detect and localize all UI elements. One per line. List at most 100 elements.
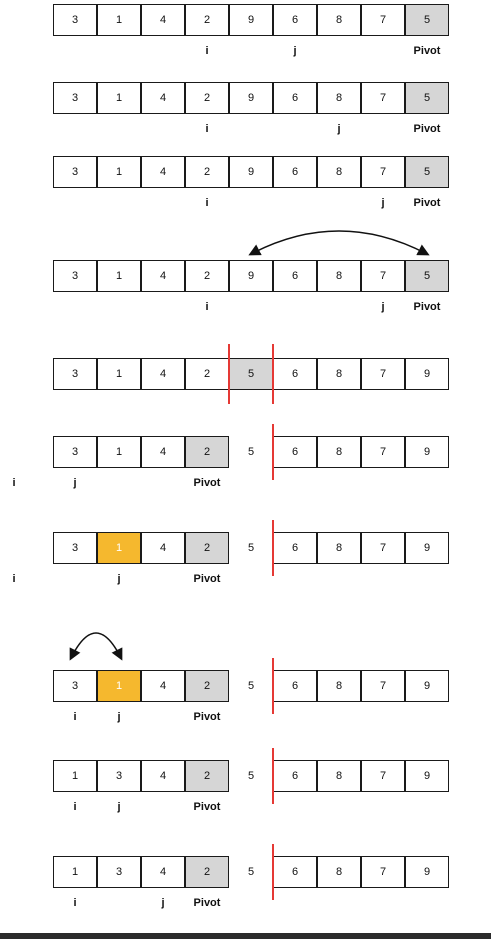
right-subarray-cell: 7 [361,532,405,564]
right-subarray-cell: 6 [273,532,317,564]
placed-pivot-value: 5 [247,542,255,554]
left-subarray-cell: 1 [53,760,97,792]
array-cell: 9 [229,156,273,188]
array-cell: 4 [141,4,185,36]
left-subarray-cell: 1 [97,436,141,468]
array-cell: 6 [273,260,317,292]
right-subarray-cell: 9 [405,532,449,564]
pointer-label-j: j [117,711,121,723]
array-cell: 6 [273,358,317,390]
partition-divider [272,424,274,480]
left-subarray-cell: 1 [97,532,141,564]
array-cell: 7 [361,4,405,36]
pointer-label-i: i [73,801,77,813]
array-cell: 4 [141,260,185,292]
pointer-label-j: j [381,301,385,313]
right-subarray-cell: 7 [361,670,405,702]
right-subarray-cell: 8 [317,436,361,468]
right-subarray-cell: 8 [317,532,361,564]
array-cell: 5 [405,156,449,188]
placed-pivot-value: 5 [247,680,255,692]
array-cell: 8 [317,4,361,36]
array-cell: 7 [361,358,405,390]
left-subarray-cell: 2 [185,532,229,564]
array-cell: 3 [53,156,97,188]
pointer-label-j: j [381,197,385,209]
right-subarray-cell: 7 [361,760,405,792]
array-cell: 9 [229,4,273,36]
array-cell: 3 [53,4,97,36]
array-cell: 8 [317,260,361,292]
left-subarray-cell: 4 [141,436,185,468]
right-subarray-cell: 9 [405,760,449,792]
right-subarray-cell: 8 [317,856,361,888]
array-cell: 2 [185,4,229,36]
placed-pivot-value: 5 [247,446,255,458]
array-cell: 9 [229,260,273,292]
placed-pivot-value: 5 [247,770,255,782]
pointer-label-i: i [205,45,209,57]
pointer-label-i: i [205,197,209,209]
array-cell: 8 [317,358,361,390]
pointer-label-pivot: Pivot [413,123,441,135]
array-cell: 6 [273,4,317,36]
left-subarray-cell: 4 [141,532,185,564]
pointer-label-j: j [73,477,77,489]
left-subarray-cell: 3 [53,670,97,702]
array-cell: 4 [141,358,185,390]
pointer-label-i: i [73,897,77,909]
left-subarray-cell: 4 [141,670,185,702]
pointer-label-j: j [293,45,297,57]
left-subarray-cell: 3 [97,856,141,888]
array-cell: 2 [185,260,229,292]
left-subarray-cell: 2 [185,436,229,468]
array-cell: 1 [97,358,141,390]
right-subarray-cell: 9 [405,436,449,468]
left-subarray-cell: 2 [185,760,229,792]
pointer-label-pivot: Pivot [193,711,221,723]
pointer-label-j: j [337,123,341,135]
right-subarray-cell: 8 [317,670,361,702]
pointer-label-i: i [73,711,77,723]
right-subarray-cell: 9 [405,856,449,888]
pointer-label-pivot: Pivot [193,477,221,489]
array-cell: 3 [53,260,97,292]
partition-divider-left [228,344,230,404]
array-cell: 3 [53,82,97,114]
pointer-label-pivot: Pivot [193,897,221,909]
pointer-label-pivot: Pivot [413,301,441,313]
swap-arrow [69,632,123,661]
pointer-label-pivot: Pivot [193,573,221,585]
right-subarray-cell: 6 [273,670,317,702]
partition-divider [272,658,274,714]
pointer-label-j: j [161,897,165,909]
pointer-label-pivot: Pivot [413,197,441,209]
bottom-bar [0,933,491,939]
array-cell: 6 [273,82,317,114]
right-subarray-cell: 9 [405,670,449,702]
array-cell: 8 [317,156,361,188]
array-cell: 2 [185,156,229,188]
pointer-label-j: j [117,801,121,813]
array-cell: 9 [405,358,449,390]
array-cell: 8 [317,82,361,114]
array-cell: 7 [361,82,405,114]
pointer-label-i: i [205,301,209,313]
array-cell: 3 [53,358,97,390]
left-subarray-cell: 4 [141,760,185,792]
left-subarray-cell: 1 [53,856,97,888]
right-subarray-cell: 7 [361,856,405,888]
pointer-label-pivot: Pivot [413,45,441,57]
placed-pivot-value: 5 [247,866,255,878]
array-cell: 5 [405,82,449,114]
array-cell: 1 [97,260,141,292]
partition-divider [272,520,274,576]
array-cell: 6 [273,156,317,188]
right-subarray-cell: 8 [317,760,361,792]
array-cell: 1 [97,4,141,36]
array-cell: 4 [141,156,185,188]
pointer-label-pivot: Pivot [193,801,221,813]
left-subarray-cell: 2 [185,670,229,702]
